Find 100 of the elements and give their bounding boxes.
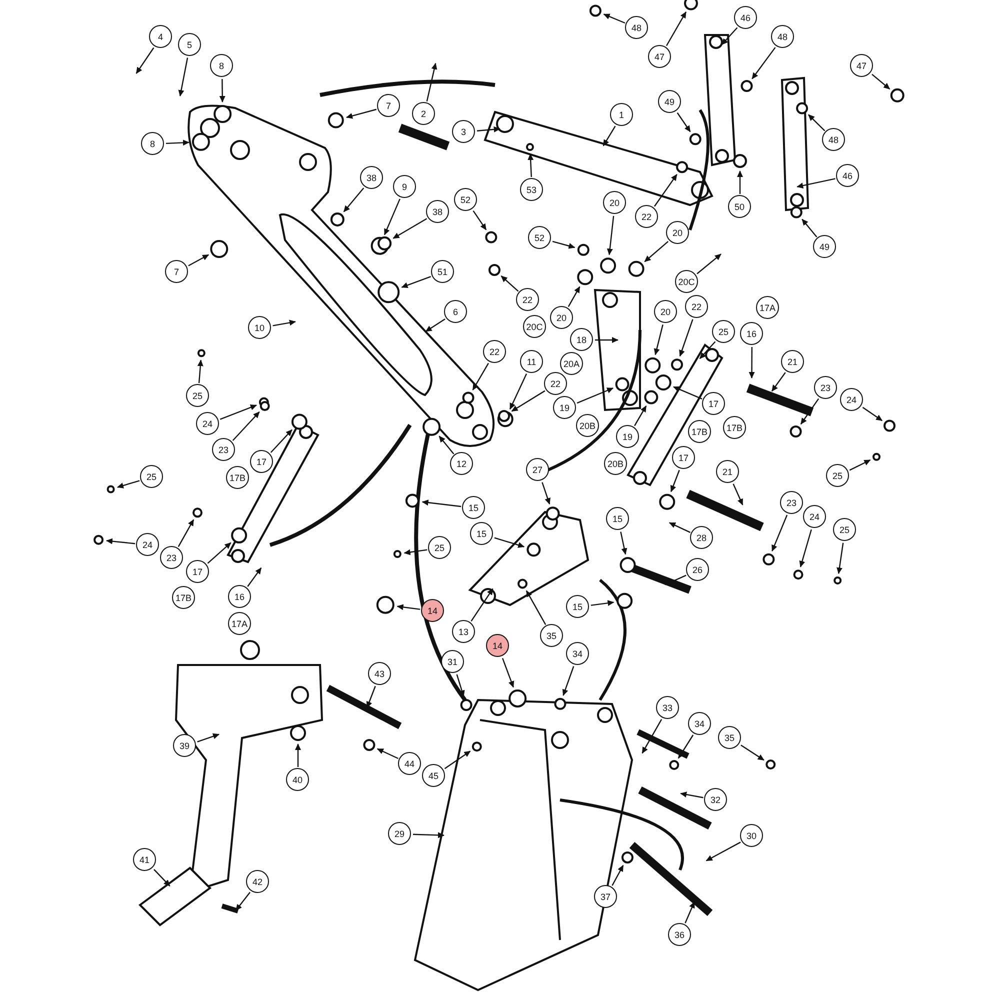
callout-number: 24 xyxy=(840,388,863,411)
callout-number: 52 xyxy=(454,188,477,211)
leader-line xyxy=(808,114,826,132)
leader-line xyxy=(166,140,190,146)
leader-line xyxy=(684,902,695,924)
callout-number: 48 xyxy=(771,25,794,48)
callout-number: 23 xyxy=(814,376,837,399)
leader-line xyxy=(456,674,465,697)
callout-number: 16 xyxy=(740,322,763,345)
callout-number: 4 xyxy=(149,25,172,48)
leader-line xyxy=(528,154,534,178)
callout-number: 17B xyxy=(688,420,711,443)
callout-number: 9 xyxy=(393,175,416,198)
leader-line xyxy=(862,406,882,422)
leader-line xyxy=(197,733,220,742)
callout-number: 1 xyxy=(610,103,633,126)
callout-number: 22 xyxy=(483,340,506,363)
callout-number: 30 xyxy=(740,824,763,847)
callout-number: 24 xyxy=(196,412,219,435)
callout-number: 20 xyxy=(603,191,626,214)
callout-number: 6 xyxy=(444,300,467,323)
callout-number: 36 xyxy=(668,923,691,946)
leader-line xyxy=(654,174,678,207)
leader-line xyxy=(644,241,669,262)
callout-number: 32 xyxy=(704,788,727,811)
leader-line xyxy=(772,514,788,552)
leader-line xyxy=(676,112,691,132)
leader-line xyxy=(502,658,514,688)
leader-line xyxy=(272,320,296,326)
leader-line xyxy=(422,500,462,508)
leader-line xyxy=(188,254,210,266)
leader-line xyxy=(232,411,260,441)
callout-number: 17 xyxy=(250,450,273,473)
callout-number: 25 xyxy=(712,320,735,343)
leader-line xyxy=(178,519,194,547)
leader-line xyxy=(412,832,444,838)
leader-line xyxy=(270,429,292,453)
leader-line xyxy=(664,574,686,586)
leader-line xyxy=(542,482,550,505)
callout-number: 15 xyxy=(606,507,629,530)
callout-number: 2 xyxy=(412,102,435,125)
callout-number: 13 xyxy=(452,620,475,643)
callout-number: 29 xyxy=(388,822,411,845)
leader-line xyxy=(752,47,776,80)
leader-line xyxy=(796,178,836,188)
callout-number: 35 xyxy=(540,624,563,647)
leader-line xyxy=(472,210,487,230)
callout-number: 14 xyxy=(486,634,509,657)
leader-line xyxy=(154,869,170,886)
callout-number: 38 xyxy=(426,200,449,223)
leader-line xyxy=(740,744,764,761)
callout-number: 34 xyxy=(566,642,589,665)
leader-line xyxy=(207,542,232,564)
leader-line xyxy=(295,744,301,767)
leader-line xyxy=(526,590,546,625)
callout-number: 7 xyxy=(165,260,188,283)
leader-line xyxy=(511,390,546,412)
callout-number: 17B xyxy=(723,416,746,439)
leader-line xyxy=(620,532,628,555)
callout-number: 37 xyxy=(594,885,617,908)
leader-line xyxy=(654,324,664,356)
callout-number: 50 xyxy=(728,195,751,218)
leader-line xyxy=(219,79,226,102)
callout-number: 15 xyxy=(462,496,485,519)
callout-number: 53 xyxy=(520,178,543,201)
leader-line xyxy=(680,792,704,798)
callout-number: 20C xyxy=(523,315,546,338)
callout-number: 23 xyxy=(780,491,803,514)
leader-line xyxy=(836,542,844,574)
callout-number: 7 xyxy=(377,94,400,117)
leader-line xyxy=(678,734,694,759)
leader-line xyxy=(603,14,626,24)
leader-line xyxy=(401,276,432,288)
callout-number: 24 xyxy=(136,533,159,556)
callout-number: 15 xyxy=(566,595,589,618)
callout-number: 22 xyxy=(685,295,708,318)
leader-line xyxy=(670,470,680,492)
callout-number: 23 xyxy=(160,546,183,569)
leader-line xyxy=(634,405,647,426)
callout-number: 49 xyxy=(813,235,836,258)
callout-number: 8 xyxy=(141,132,164,155)
callout-number: 23 xyxy=(212,438,235,461)
callout-number: 22 xyxy=(635,205,658,228)
callout-number: 22 xyxy=(544,372,567,395)
leader-line xyxy=(500,276,519,292)
callout-number: 20B xyxy=(604,452,627,475)
leader-line xyxy=(346,108,377,119)
callout-number: 20 xyxy=(654,300,677,323)
callout-number: 11 xyxy=(520,350,543,373)
callout-number: 20B xyxy=(576,414,599,437)
leader-line xyxy=(426,62,438,102)
leader-line xyxy=(384,198,400,236)
callout-number: 17 xyxy=(186,560,209,583)
callout-number: 20 xyxy=(550,306,573,329)
leader-line xyxy=(679,319,694,357)
leader-line xyxy=(721,27,738,46)
callout-number: 47 xyxy=(648,45,671,68)
callout-number: 47 xyxy=(850,54,873,77)
leader-line xyxy=(117,480,140,488)
leader-line xyxy=(595,337,618,343)
